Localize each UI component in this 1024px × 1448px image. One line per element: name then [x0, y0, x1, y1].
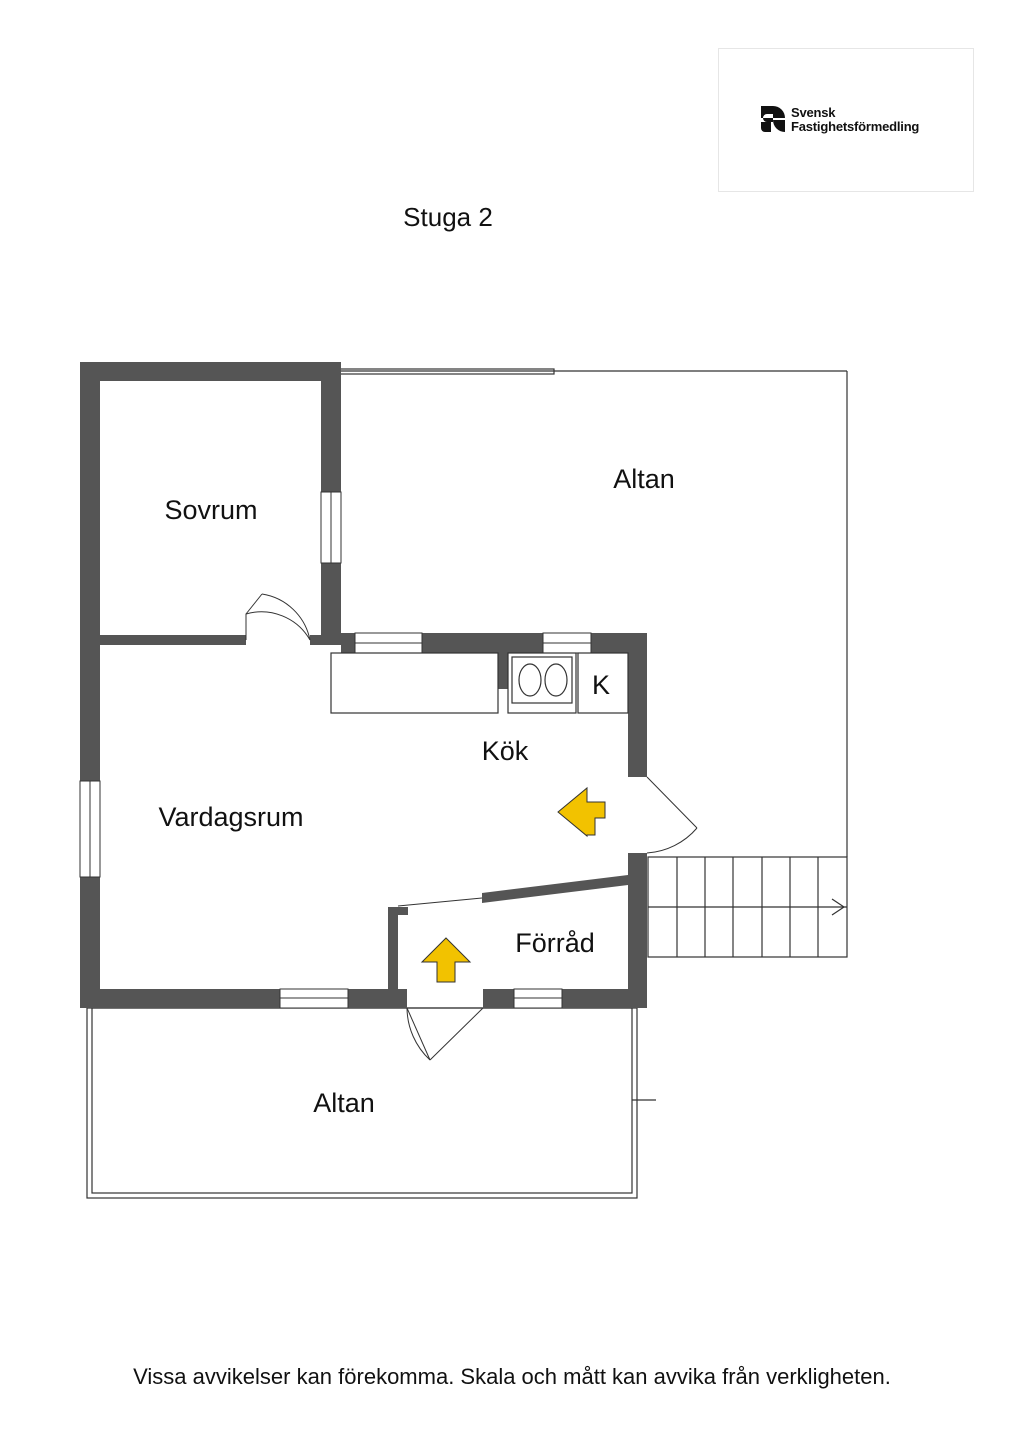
walls	[80, 362, 647, 1008]
stairs	[647, 856, 848, 958]
logo-line1: Svensk	[791, 105, 836, 120]
entrance-arrow-forrad	[420, 937, 472, 983]
disclaimer: Vissa avvikelser kan förekomma. Skala oc…	[133, 1364, 891, 1389]
logo-box: Svensk Fastighetsförmedling	[718, 48, 974, 192]
altan-top-outline	[339, 368, 848, 857]
entrance-arrows	[420, 786, 606, 983]
sf-logo-icon	[761, 106, 785, 132]
room-forrad: Förråd	[515, 928, 595, 958]
windows	[79, 491, 592, 1009]
logo-text: Svensk Fastighetsförmedling	[791, 106, 919, 134]
entrance-arrow-kok	[557, 786, 606, 838]
room-vardagsrum: Vardagsrum	[158, 802, 303, 832]
room-sovrum: Sovrum	[164, 495, 257, 525]
room-altan-top: Altan	[613, 464, 675, 494]
room-altan-bottom: Altan	[313, 1088, 375, 1118]
fridge-label: K	[592, 670, 610, 700]
room-kok: Kök	[482, 736, 529, 766]
doors	[245, 593, 698, 1061]
plan-title: Stuga 2	[403, 202, 493, 232]
kitchen-fixtures	[330, 652, 629, 714]
logo-line2: Fastighetsförmedling	[791, 119, 920, 134]
